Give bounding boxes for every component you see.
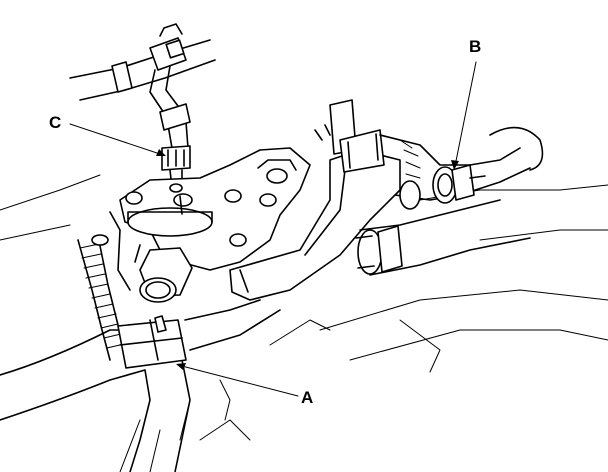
right-upper-hose [379, 126, 544, 210]
callout-c-arrowhead [156, 149, 166, 156]
callout-a-label: A [301, 388, 314, 407]
callout-c-leader [69, 123, 164, 156]
callout-b-label: B [469, 37, 482, 56]
background-lines [0, 174, 608, 472]
callout-a-arrowhead [176, 363, 186, 370]
callout-a-leader [177, 364, 299, 397]
lower-radiator-hose [0, 299, 281, 472]
callout-b-arrowhead [451, 160, 459, 170]
right-lower-hose [355, 199, 531, 276]
callout-leaders [69, 61, 477, 397]
upper-hose [69, 23, 216, 101]
coolant-pipe-bracket [229, 99, 401, 301]
callout-b-leader [454, 61, 477, 167]
vacuum-hose [149, 65, 191, 189]
thermostat-housing [109, 147, 311, 303]
callout-c-label: C [49, 113, 62, 132]
